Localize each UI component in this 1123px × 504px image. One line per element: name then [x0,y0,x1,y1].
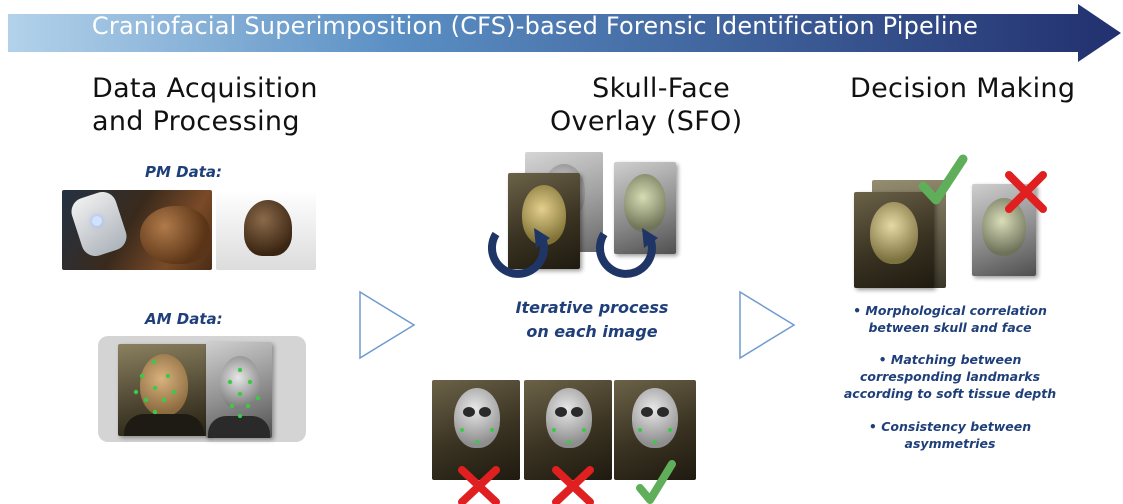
landmark-points [133,359,261,419]
pipeline-banner-arrow [8,4,1121,62]
scanner-photo [62,190,212,270]
iteration-arrow-2 [596,228,658,278]
criterion-1-line1: • Morphological correlation [853,303,1047,318]
acquisition-title-line1: Data Acquisition [92,73,318,104]
decision-photo-2 [972,184,1036,276]
step-arrow-1 [359,290,416,360]
overlay-title-line1: Skull-Face [592,73,730,104]
skull-eye-sockets [460,407,672,444]
acquisition-title: Data Acquisition and Processing [92,72,318,138]
overlay-title-line2: Overlay (SFO) [550,106,743,137]
step-arrow-2 [739,290,796,360]
criterion-3-line2: asymmetries [904,436,996,451]
iteration-arrow-1 [488,228,550,278]
criterion-2-line2: corresponding landmarks [859,369,1041,384]
iterative-line2: on each image [526,322,658,341]
am-photo-1 [118,344,210,436]
criterion-asymmetries: • Consistency between asymmetries [810,418,1090,452]
criterion-1-line2: between skull and face [868,320,1032,335]
iterative-line1: Iterative process [515,298,669,317]
skull-model-shape [244,200,292,256]
skull-overlay-1 [432,380,520,480]
decision-title: Decision Making [850,73,1076,104]
skull-overlay-2 [524,380,612,480]
overlay-title: Skull-Face Overlay (SFO) [550,72,743,138]
criterion-2-line3: according to soft tissue depth [843,386,1057,401]
check-icon [636,460,676,504]
banner-title: Craniofacial Superimposition (CFS)-based… [91,12,979,40]
cross-icon [552,466,594,504]
criterion-3-line1: • Consistency between [868,419,1032,434]
pm-data-label: PM Data: [145,163,223,181]
skull-3d-model [216,190,316,270]
check-icon [918,154,968,205]
scanner-light [92,216,102,226]
am-data-label: AM Data: [145,310,223,328]
criterion-morphological: • Morphological correlation between skul… [810,302,1090,336]
criterion-2-line1: • Matching between [878,352,1022,367]
criterion-landmarks: • Matching between corresponding landmar… [810,351,1090,402]
cross-icon [1005,171,1047,213]
am-photo-2 [206,342,272,438]
scanned-skull [140,206,210,264]
skull-overlay-3 [614,380,696,480]
acquisition-title-line2: and Processing [92,106,300,137]
cross-icon [458,466,500,504]
decision-photo-1 [854,192,934,288]
am-data-panel [98,336,306,442]
iterative-process-text: Iterative process on each image [492,296,692,344]
